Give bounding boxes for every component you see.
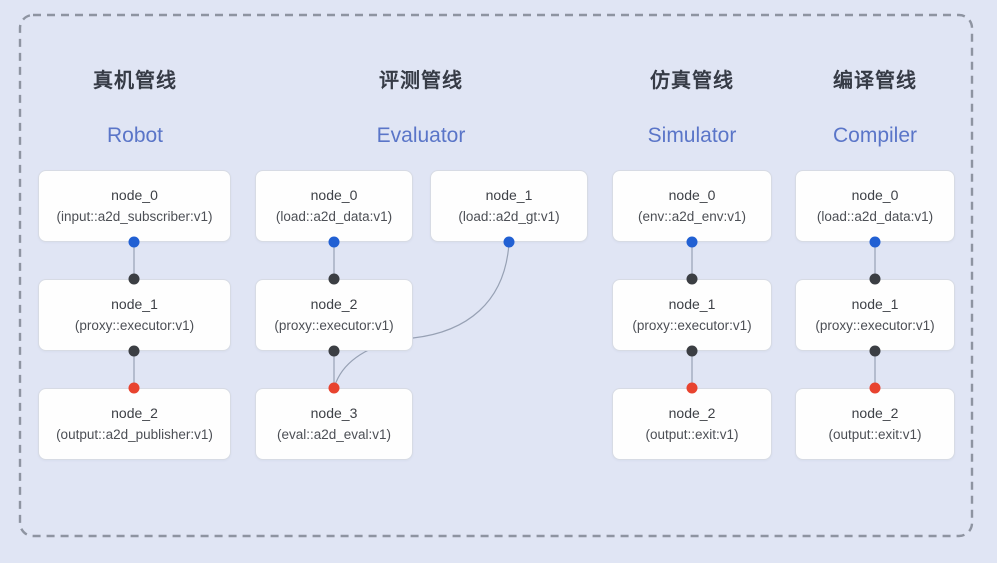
- node-robot-node_0: node_0 (input::a2d_subscriber:v1): [38, 170, 231, 242]
- subheader-robot: Robot: [25, 124, 245, 148]
- node-title: node_1: [851, 296, 899, 312]
- node-compiler-node_1: node_1 (proxy::executor:v1): [795, 279, 955, 351]
- pipeline-title-zh-evaluator: 评测管线: [379, 70, 463, 92]
- node-type: (input::a2d_subscriber:v1): [56, 209, 213, 224]
- node-type: (load::a2d_data:v1): [275, 209, 393, 224]
- node-title: node_2: [310, 296, 358, 312]
- pipeline-title-en-robot: Robot: [106, 124, 164, 147]
- node-evaluator-node_1: node_1 (load::a2d_gt:v1): [430, 170, 588, 242]
- node-evaluator-node_0: node_0 (load::a2d_data:v1): [255, 170, 413, 242]
- node-type: (output::exit:v1): [828, 427, 922, 442]
- node-type: (load::a2d_gt:v1): [458, 209, 560, 224]
- pipeline-title-en-evaluator: Evaluator: [376, 124, 466, 147]
- subheader-compiler: Compiler: [765, 124, 985, 148]
- node-title: node_2: [111, 405, 158, 421]
- node-robot-node_1: node_1 (proxy::executor:v1): [38, 279, 231, 351]
- pipeline-title-en-compiler: Compiler: [832, 124, 918, 147]
- node-evaluator-node_3: node_3 (eval::a2d_eval:v1): [255, 388, 413, 460]
- node-title: node_2: [668, 405, 716, 421]
- node-title: node_0: [851, 187, 899, 203]
- node-title: node_3: [310, 405, 358, 421]
- node-type: (proxy::executor:v1): [74, 318, 195, 333]
- node-type: (proxy::executor:v1): [274, 318, 394, 333]
- node-title: node_1: [668, 296, 716, 312]
- node-robot-node_2: node_2 (output::a2d_publisher:v1): [38, 388, 231, 460]
- node-type: (env::a2d_env:v1): [637, 209, 747, 224]
- node-compiler-node_2: node_2 (output::exit:v1): [795, 388, 955, 460]
- pipeline-title-zh-compiler: 编译管线: [833, 70, 917, 92]
- node-title: node_0: [668, 187, 716, 203]
- pipeline-title-zh-robot: 真机管线: [93, 70, 177, 92]
- node-type: (proxy::executor:v1): [632, 318, 752, 333]
- node-simulator-node_1: node_1 (proxy::executor:v1): [612, 279, 772, 351]
- header-robot: 真机管线: [25, 64, 245, 93]
- node-title: node_0: [111, 187, 158, 203]
- header-compiler: 编译管线: [765, 64, 985, 93]
- node-type: (load::a2d_data:v1): [816, 209, 934, 224]
- node-evaluator-node_2: node_2 (proxy::executor:v1): [255, 279, 413, 351]
- node-simulator-node_2: node_2 (output::exit:v1): [612, 388, 772, 460]
- node-type: (proxy::executor:v1): [815, 318, 935, 333]
- node-title: node_1: [485, 187, 533, 203]
- node-title: node_0: [310, 187, 358, 203]
- node-type: (output::exit:v1): [645, 427, 739, 442]
- node-title: node_2: [851, 405, 899, 421]
- header-evaluator: 评测管线: [311, 64, 531, 93]
- node-simulator-node_0: node_0 (env::a2d_env:v1): [612, 170, 772, 242]
- node-title: node_1: [111, 296, 158, 312]
- subheader-evaluator: Evaluator: [311, 124, 531, 148]
- node-type: (eval::a2d_eval:v1): [276, 427, 392, 442]
- node-type: (output::a2d_publisher:v1): [56, 427, 213, 442]
- node-compiler-node_0: node_0 (load::a2d_data:v1): [795, 170, 955, 242]
